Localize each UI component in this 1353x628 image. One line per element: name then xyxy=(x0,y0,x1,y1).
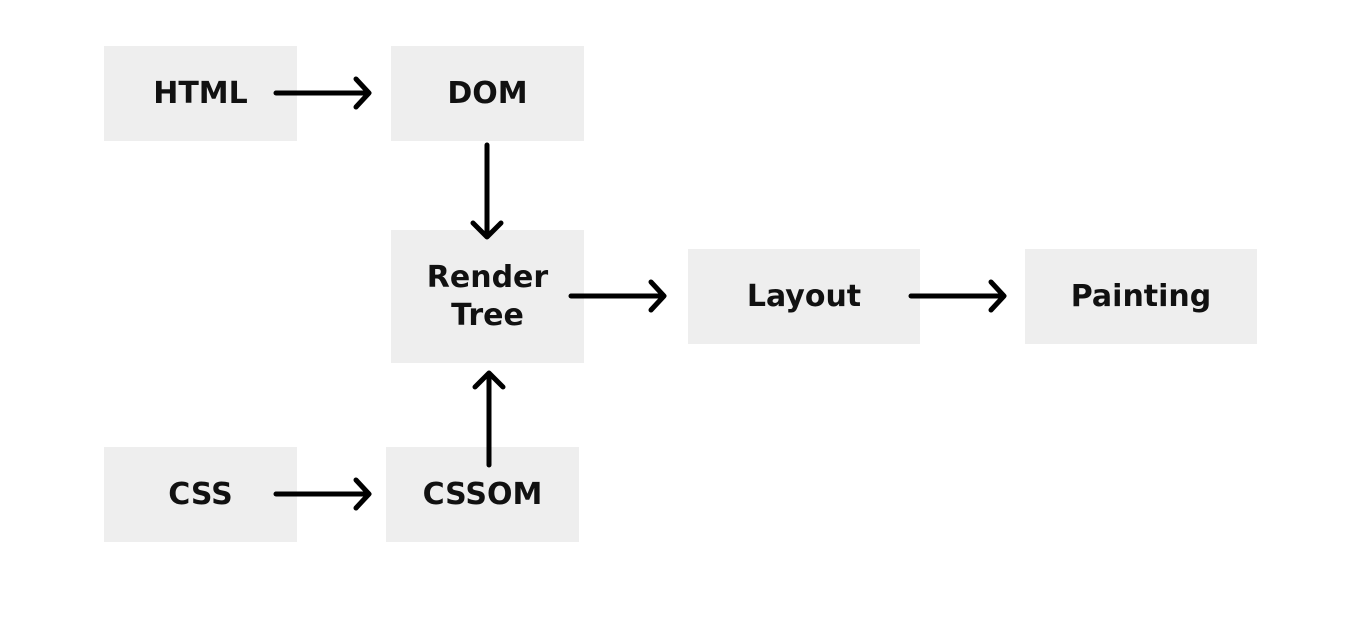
node-layout: Layout xyxy=(688,249,920,344)
node-dom: DOM xyxy=(391,46,584,141)
node-painting-label: Painting xyxy=(1070,278,1212,314)
node-render-tree-label: Render Tree xyxy=(426,259,549,333)
node-cssom-label: CSSOM xyxy=(422,476,543,512)
arrow-render-tree-to-layout xyxy=(568,279,667,313)
node-render-tree: Render Tree xyxy=(391,230,584,363)
node-dom-label: DOM xyxy=(447,75,528,111)
arrow-dom-to-render-tree xyxy=(470,142,504,240)
node-html: HTML xyxy=(104,46,297,141)
node-cssom: CSSOM xyxy=(386,447,579,542)
node-css-label: CSS xyxy=(168,476,233,512)
node-painting: Painting xyxy=(1025,249,1257,344)
node-css: CSS xyxy=(104,447,297,542)
arrow-layout-to-painting xyxy=(908,279,1007,313)
node-html-label: HTML xyxy=(153,75,248,111)
node-layout-label: Layout xyxy=(746,278,862,314)
